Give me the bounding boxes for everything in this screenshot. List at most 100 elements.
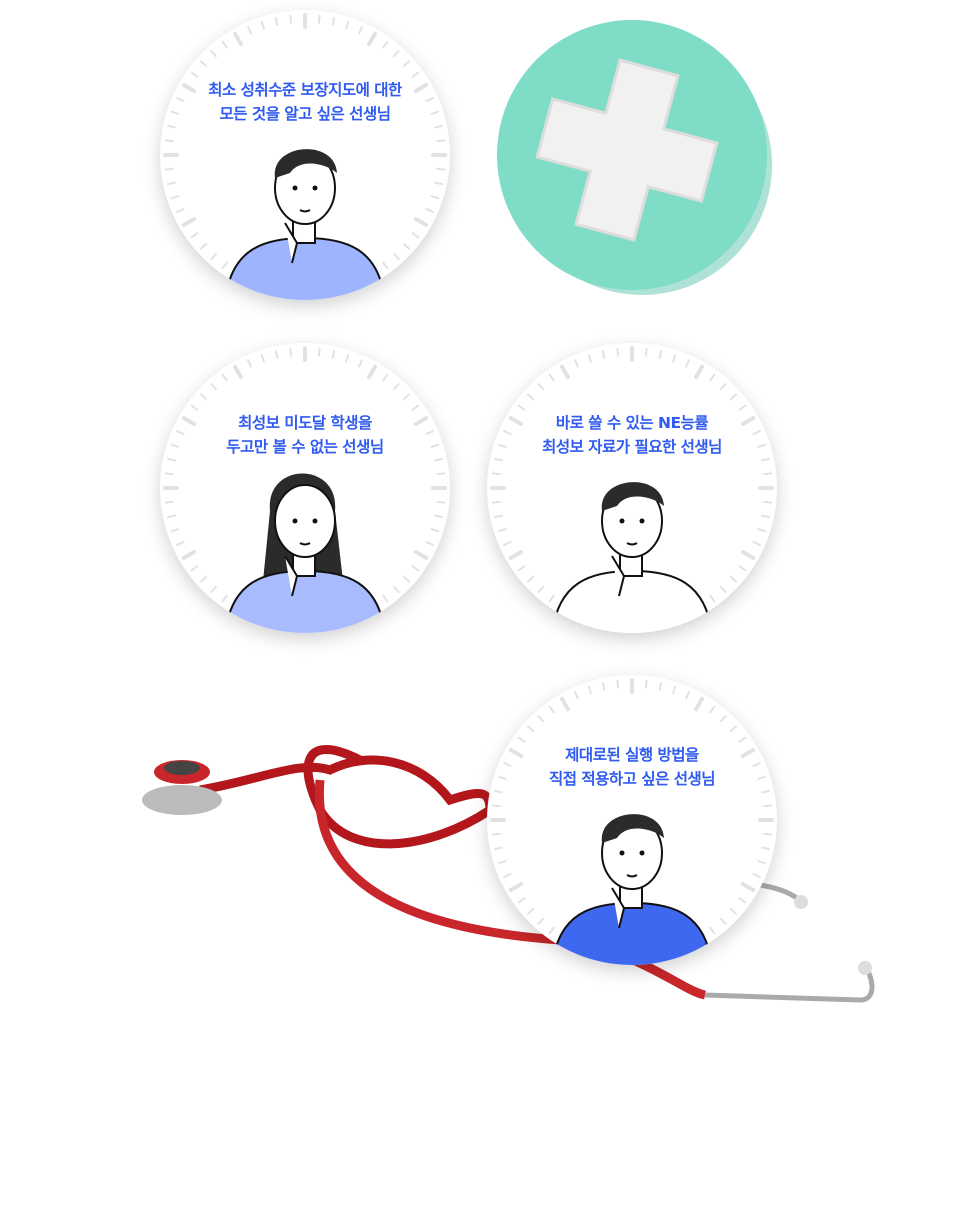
clock-tick (367, 31, 377, 47)
clock-tick (574, 359, 579, 368)
clock-tick (526, 725, 535, 733)
card-line-1: 바로 쓸 수 있는 NE능률 (555, 414, 709, 432)
clock-tick (331, 17, 336, 26)
clock-tick (719, 585, 727, 594)
clock-tick (738, 404, 747, 411)
clock-tick (392, 382, 400, 391)
clock-tick (719, 917, 727, 926)
clock-tick (672, 685, 677, 695)
clock-tick (658, 350, 663, 359)
clock-tick (740, 748, 756, 758)
clock-tick (757, 443, 767, 448)
teacher-illustration (224, 473, 386, 633)
clock-tick (434, 181, 443, 186)
clock-tick (382, 594, 389, 603)
clock-tick (537, 585, 545, 594)
clock-tick (425, 430, 434, 435)
clock-tick (503, 541, 512, 546)
clock-tick (740, 550, 756, 560)
clock-tick (738, 565, 747, 572)
clock-tick (752, 541, 761, 546)
clock-tick (644, 347, 648, 357)
clock-tick (190, 71, 199, 78)
clock-tick (260, 353, 265, 363)
clock-tick (757, 528, 767, 533)
clock-tick (317, 347, 321, 357)
clock-tick (411, 565, 420, 572)
clock-tick (233, 364, 243, 380)
clock-tick (537, 917, 545, 926)
clock-tick (434, 514, 443, 519)
clock-tick (210, 382, 218, 391)
clock-tick (190, 404, 199, 411)
clock-tick (392, 252, 400, 261)
clock-tick (526, 393, 535, 401)
clock-tick (402, 60, 411, 68)
clock-tick (210, 585, 218, 594)
card-line-2: 직접 적용하고 싶은 선생님 (548, 770, 716, 788)
clock-tick (411, 232, 420, 239)
teacher-illustration (224, 149, 386, 300)
clock-tick (574, 691, 579, 700)
clock-tick (729, 907, 738, 915)
clock-tick (382, 261, 389, 270)
clock-tick (434, 457, 443, 462)
clock-tick (537, 382, 545, 391)
clock-tick (616, 679, 620, 689)
clock-tick (494, 789, 503, 794)
clock-tick (508, 416, 524, 426)
clock-tick (176, 430, 185, 435)
clock-tick (411, 71, 420, 78)
clock-tick (503, 873, 512, 878)
clock-tick (199, 393, 208, 401)
stethoscope-image (142, 745, 875, 1003)
clock-tick (685, 359, 690, 368)
clock-tick (425, 97, 434, 102)
clock-tick (199, 60, 208, 68)
clock-tick (413, 416, 429, 426)
clock-tick (247, 26, 252, 35)
clock-tick (601, 350, 606, 359)
clock-tick (752, 430, 761, 435)
clock-tick (517, 404, 526, 411)
clock-tick (164, 139, 174, 143)
clock-tick (752, 873, 761, 878)
clock-tick (233, 31, 243, 47)
clock-tick (763, 472, 773, 476)
clock-tick (176, 208, 185, 213)
clock-tick (331, 350, 336, 359)
clock-tick (199, 242, 208, 250)
clock-tick (560, 696, 570, 712)
clock-tick (413, 217, 429, 227)
clock-tick (167, 457, 176, 462)
clock-tick (164, 167, 174, 171)
clock-tick (274, 350, 279, 359)
clock-tick (494, 457, 503, 462)
clock-tick (548, 705, 555, 714)
clock-tick (221, 261, 228, 270)
clock-tick (729, 393, 738, 401)
clock-tick (491, 472, 501, 476)
teacher-illustration (551, 814, 713, 965)
clock-tick (616, 347, 620, 357)
clock-tick (411, 404, 420, 411)
clock-tick (761, 846, 770, 851)
clock-tick (709, 373, 716, 382)
clock-tick (170, 528, 180, 533)
clock-tick (508, 550, 524, 560)
clock-tick (685, 691, 690, 700)
clock-tick (719, 382, 727, 391)
clock-tick (694, 696, 704, 712)
clock-tick (517, 897, 526, 904)
clock-tick (517, 736, 526, 743)
clock-tick (497, 443, 507, 448)
clock-tick (274, 17, 279, 26)
clock-tick (738, 736, 747, 743)
medical-plus-icon (487, 10, 777, 300)
clock-tick (503, 762, 512, 767)
clock-tick (494, 514, 503, 519)
teacher-illustration (551, 482, 713, 633)
clock-tick (491, 832, 501, 836)
